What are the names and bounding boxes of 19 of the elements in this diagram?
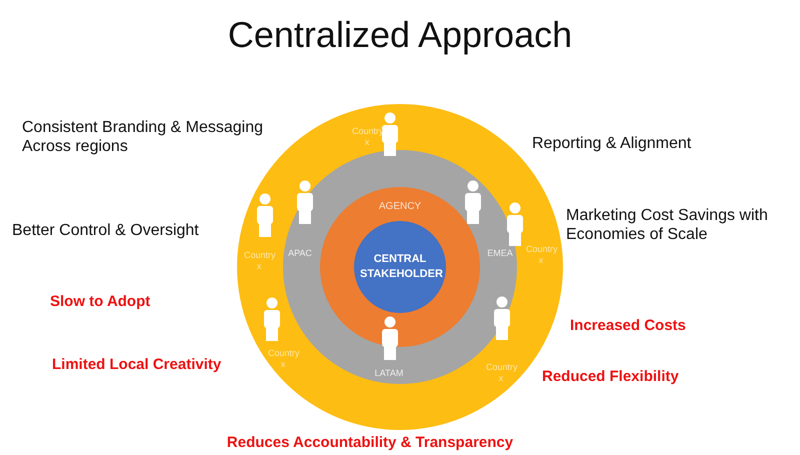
drawback-text: Increased Costs bbox=[570, 317, 687, 335]
benefit-text: Better Control & Oversight bbox=[12, 221, 200, 240]
region-label: LATAM bbox=[374, 368, 404, 379]
country-label: Country x bbox=[486, 362, 516, 384]
drawback-text: Reduces Accountability & Transparency bbox=[226, 434, 514, 452]
region-label: EMEA bbox=[487, 248, 513, 259]
title: Centralized Approach bbox=[226, 14, 574, 56]
ring-label: AGENCY bbox=[378, 201, 422, 212]
country-label: Country x bbox=[526, 244, 556, 266]
drawback-text: Reduced Flexibility bbox=[542, 368, 680, 386]
country-label: Country x bbox=[268, 348, 298, 370]
benefit-text: Reporting & Alignment bbox=[532, 134, 692, 154]
benefit-text: Consistent Branding & Messaging Across regions bbox=[22, 118, 264, 156]
region-label: APAC bbox=[287, 248, 313, 259]
benefit-text: Marketing Cost Savings with Economies of Scale bbox=[566, 206, 769, 244]
drawback-text: Limited Local Creativity bbox=[52, 356, 222, 374]
country-label: Country x bbox=[244, 250, 274, 272]
ring-label: CENTRAL STAKEHOLDER bbox=[360, 252, 440, 282]
drawback-text: Slow to Adopt bbox=[50, 293, 152, 311]
